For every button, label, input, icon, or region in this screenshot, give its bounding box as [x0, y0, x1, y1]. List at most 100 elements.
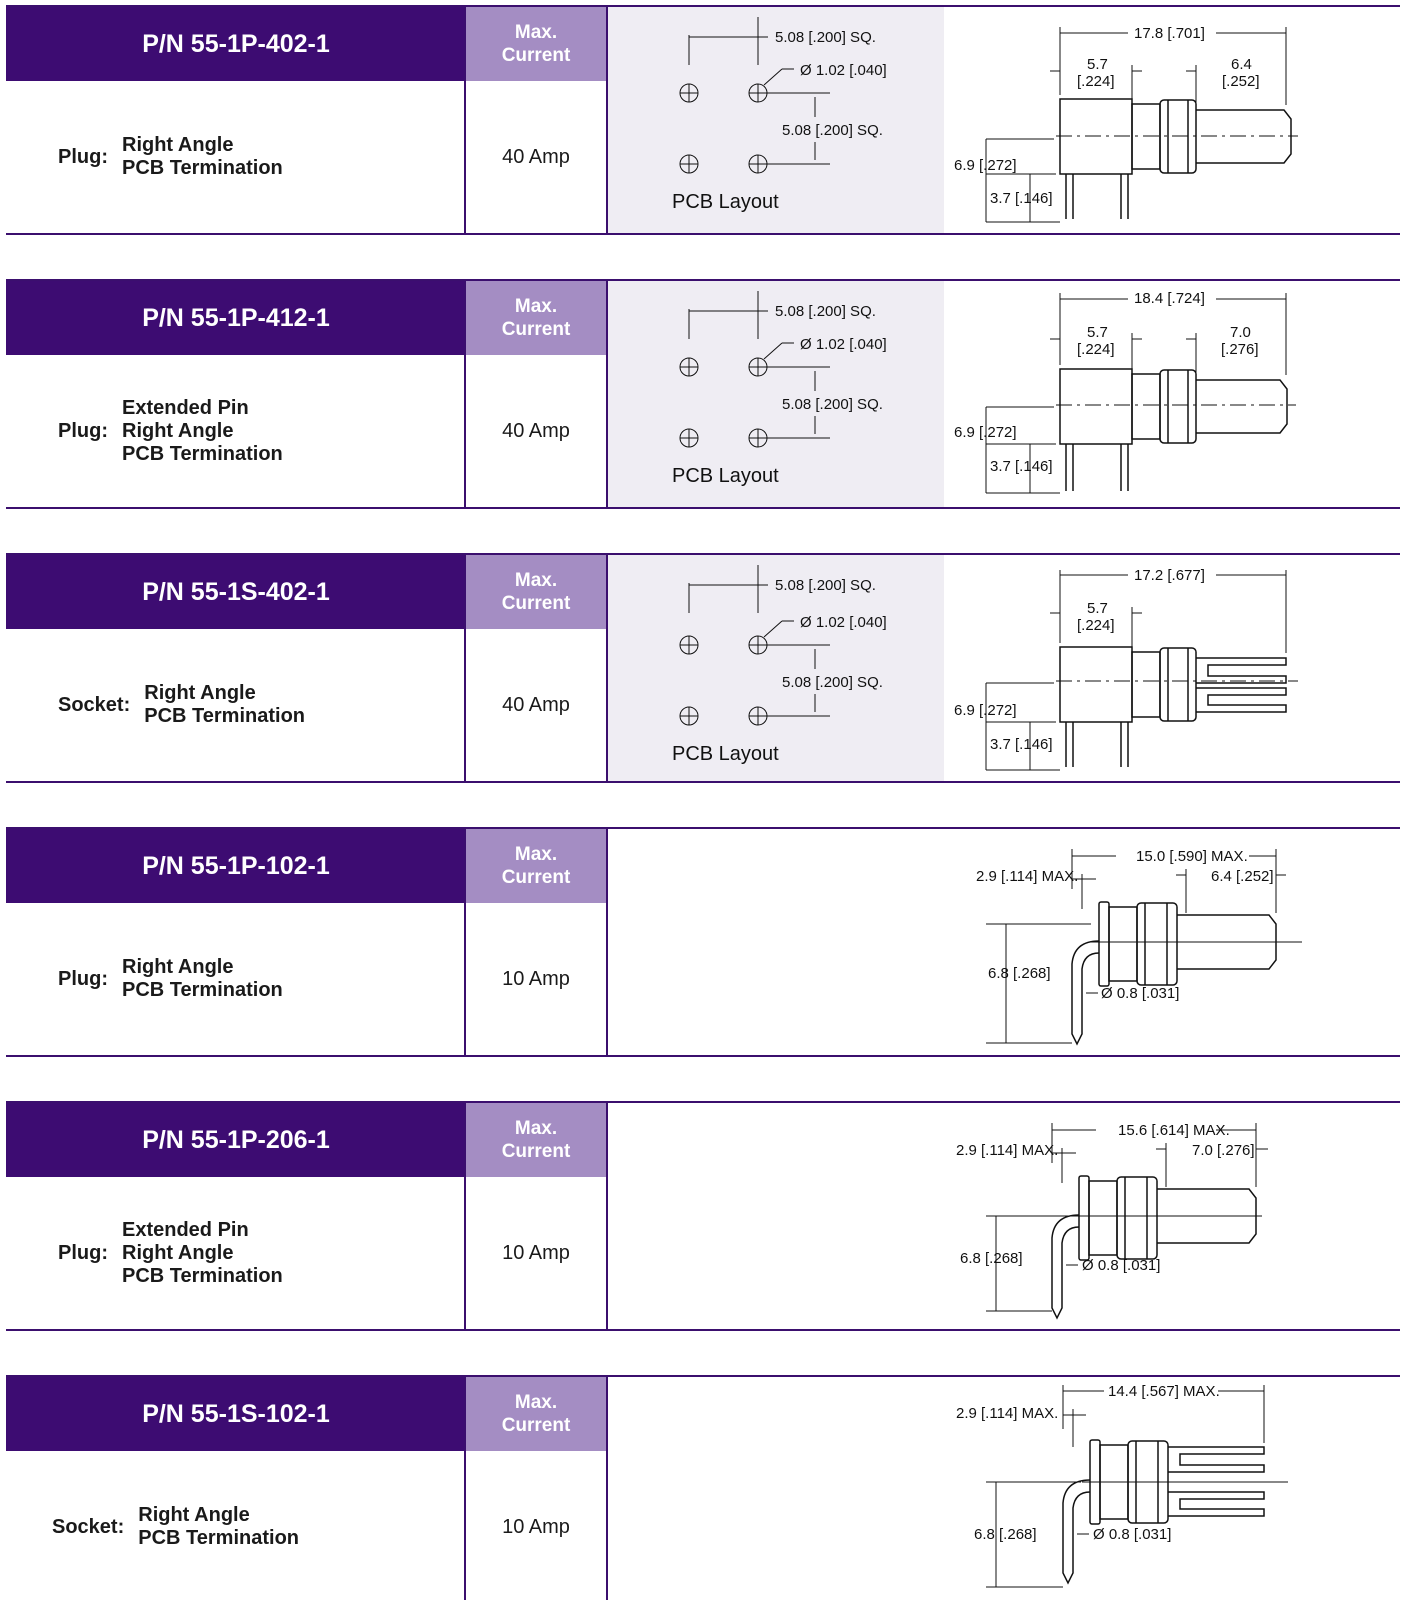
pcb-layout-title: PCB Layout [672, 743, 779, 765]
pcb-layout-panel: 5.08 [.200] SQ. Ø 1.02 [.040] 5.08 [.200… [608, 555, 944, 781]
type-label: Plug: [58, 1241, 108, 1264]
column-divider [464, 7, 466, 233]
max-current-label: Current [501, 867, 571, 888]
overall-length-label: 14.4 [.567] MAX. [1108, 1383, 1220, 1400]
pcb-layout-drawing: 5.08 [.200] SQ. Ø 1.02 [.040] 5.08 [.200… [672, 565, 887, 765]
row-divider [6, 1055, 1400, 1057]
desc-line: Right Angle [122, 956, 234, 978]
desc-line: Right Angle [144, 682, 256, 704]
body-length-label: 5.7 [1087, 324, 1108, 341]
max-current-header: Max. Current [466, 281, 606, 355]
hole-diameter-label: Ø 1.02 [.040] [800, 62, 887, 79]
max-current-header: Max. Current [466, 7, 606, 81]
row-divider [6, 507, 1400, 509]
connector-drawing: 15.6 [.614] MAX. 2.9 [.114] MAX. 7.0 [.2… [946, 1103, 1396, 1329]
max-current-label: Current [501, 1141, 571, 1162]
desc-line: Right Angle [138, 1504, 250, 1526]
overall-length-label: 17.2 [.677] [1134, 567, 1205, 584]
overall-length-label: 15.6 [.614] MAX. [1118, 1122, 1230, 1139]
column-divider [606, 7, 608, 233]
pcb-layout-panel: 5.08 [.200] SQ. Ø 1.02 [.040] 5.08 [.200… [608, 7, 944, 233]
column-divider [606, 555, 608, 781]
type-label: Plug: [58, 145, 108, 168]
connector-drawing: 18.4 [.724] 5.7 [.224] 7.0 [.276] 6.9 [.… [946, 281, 1396, 507]
part-row-55-1S-102-1: P/N 55-1S-102-1 Socket: Right Angle PCB … [6, 1375, 1400, 1600]
column-divider [464, 1377, 466, 1600]
height-label: 6.9 [.272] [954, 424, 1017, 441]
row-divider [6, 1101, 1400, 1103]
pitch-side-label: 5.08 [.200] SQ. [782, 122, 883, 139]
max-current-label: Current [501, 1415, 571, 1436]
height-label: 6.9 [.272] [954, 702, 1017, 719]
part-row-55-1P-402-1: P/N 55-1P-402-1 Plug: Right Angle PCB Te… [6, 5, 1400, 235]
flange-length-label: 2.9 [.114] MAX. [956, 1405, 1058, 1422]
pcb-layout-panel: 5.08 [.200] SQ. Ø 1.02 [.040] 5.08 [.200… [608, 281, 944, 507]
pcb-layout-drawing: 5.08 [.200] SQ. Ø 1.02 [.040] 5.08 [.200… [672, 291, 887, 487]
pin-length-label: 7.0 [1230, 324, 1251, 341]
body-length-label: [.224] [1077, 341, 1115, 358]
row-divider [6, 279, 1400, 281]
part-description: Socket: Right Angle PCB Termination [6, 629, 466, 781]
desc-line: Right Angle [122, 419, 234, 442]
desc-line: PCB Termination [122, 442, 283, 465]
height-label: 6.8 [.268] [988, 965, 1051, 982]
max-current-label: Max. [514, 1392, 558, 1413]
pitch-top-label: 5.08 [.200] SQ. [775, 303, 876, 320]
hole-diameter-label: Ø 1.02 [.040] [800, 336, 887, 353]
pin-diameter-label: Ø 0.8 [.031] [1101, 985, 1179, 1002]
max-current-label: Current [501, 319, 571, 340]
desc-line: PCB Termination [122, 1264, 283, 1287]
pitch-top-label: 5.08 [.200] SQ. [775, 577, 876, 594]
max-current-label: Max. [514, 844, 558, 865]
connector-drawing: 14.4 [.567] MAX. 2.9 [.114] MAX. 6.8 [.2… [946, 1377, 1396, 1600]
connector-drawing: 17.8 [.701] 5.7 [.224] 6.4 [.252] 6.9 [.… [946, 7, 1396, 233]
height-label: 6.9 [.272] [954, 157, 1017, 174]
overall-length-label: 17.8 [.701] [1134, 25, 1205, 42]
row-divider [6, 5, 1400, 7]
body-length-label: 5.7 [1087, 600, 1108, 617]
part-row-55-1P-102-1: P/N 55-1P-102-1 Plug: Right Angle PCB Te… [6, 827, 1400, 1057]
part-row-55-1P-412-1: P/N 55-1P-412-1 Plug: Extended Pin Right… [6, 279, 1400, 509]
type-label: Plug: [58, 419, 108, 442]
desc-line: Right Angle [122, 1241, 234, 1264]
body-length-label: [.224] [1077, 73, 1115, 90]
body-length-label: 5.7 [1087, 56, 1108, 73]
type-label: Socket: [58, 693, 131, 716]
column-divider [606, 1377, 608, 1600]
max-current-label: Max. [514, 570, 558, 591]
desc-line: PCB Termination [144, 705, 306, 727]
height-label: 6.8 [.268] [974, 1526, 1037, 1543]
pin-height-label: 3.7 [.146] [990, 736, 1053, 753]
part-number-header: P/N 55-1S-402-1 [6, 555, 466, 629]
row-divider [6, 827, 1400, 829]
type-label: Plug: [58, 967, 108, 990]
max-current-label: Current [501, 45, 571, 66]
pcb-layout-title: PCB Layout [672, 465, 779, 487]
part-number-header: P/N 55-1P-402-1 [6, 7, 466, 81]
row-divider [6, 553, 1400, 555]
part-row-55-1S-402-1: P/N 55-1S-402-1 Socket: Right Angle PCB … [6, 553, 1400, 783]
pcb-layout-drawing: 5.08 [.200] SQ. Ø 1.02 [.040] 5.08 [.200… [672, 17, 887, 213]
flange-length-label: 2.9 [.114] MAX. [956, 1142, 1058, 1159]
max-current-label: Max. [514, 22, 558, 43]
pin-length-label: [.276] [1221, 341, 1259, 358]
connector-drawing: 15.0 [.590] MAX. 2.9 [.114] MAX. 6.4 [.2… [946, 829, 1396, 1055]
pin-height-label: 3.7 [.146] [990, 190, 1053, 207]
part-number-header: P/N 55-1P-412-1 [6, 281, 466, 355]
overall-length-label: 15.0 [.590] MAX. [1136, 848, 1248, 865]
connector-drawing: 17.2 [.677] 5.7 [.224] 6.9 [.272] 3.7 [.… [946, 555, 1396, 781]
pin-height-label: 3.7 [.146] [990, 458, 1053, 475]
desc-line: PCB Termination [138, 1527, 300, 1549]
max-current-header: Max. Current [466, 555, 606, 629]
flange-length-label: 2.9 [.114] MAX. [976, 868, 1078, 885]
pin-diameter-label: Ø 0.8 [.031] [1093, 1526, 1171, 1543]
desc-line: Extended Pin [122, 396, 249, 419]
pin-length-label: 6.4 [.252] [1211, 868, 1274, 885]
column-divider [464, 1103, 466, 1329]
column-divider [464, 281, 466, 507]
type-label: Socket: [52, 1515, 125, 1538]
desc-line: PCB Termination [122, 157, 283, 179]
part-description: Plug: Extended Pin Right Angle PCB Termi… [6, 355, 466, 507]
max-current-label: Max. [514, 1118, 558, 1139]
max-current-header: Max. Current [466, 1377, 606, 1451]
